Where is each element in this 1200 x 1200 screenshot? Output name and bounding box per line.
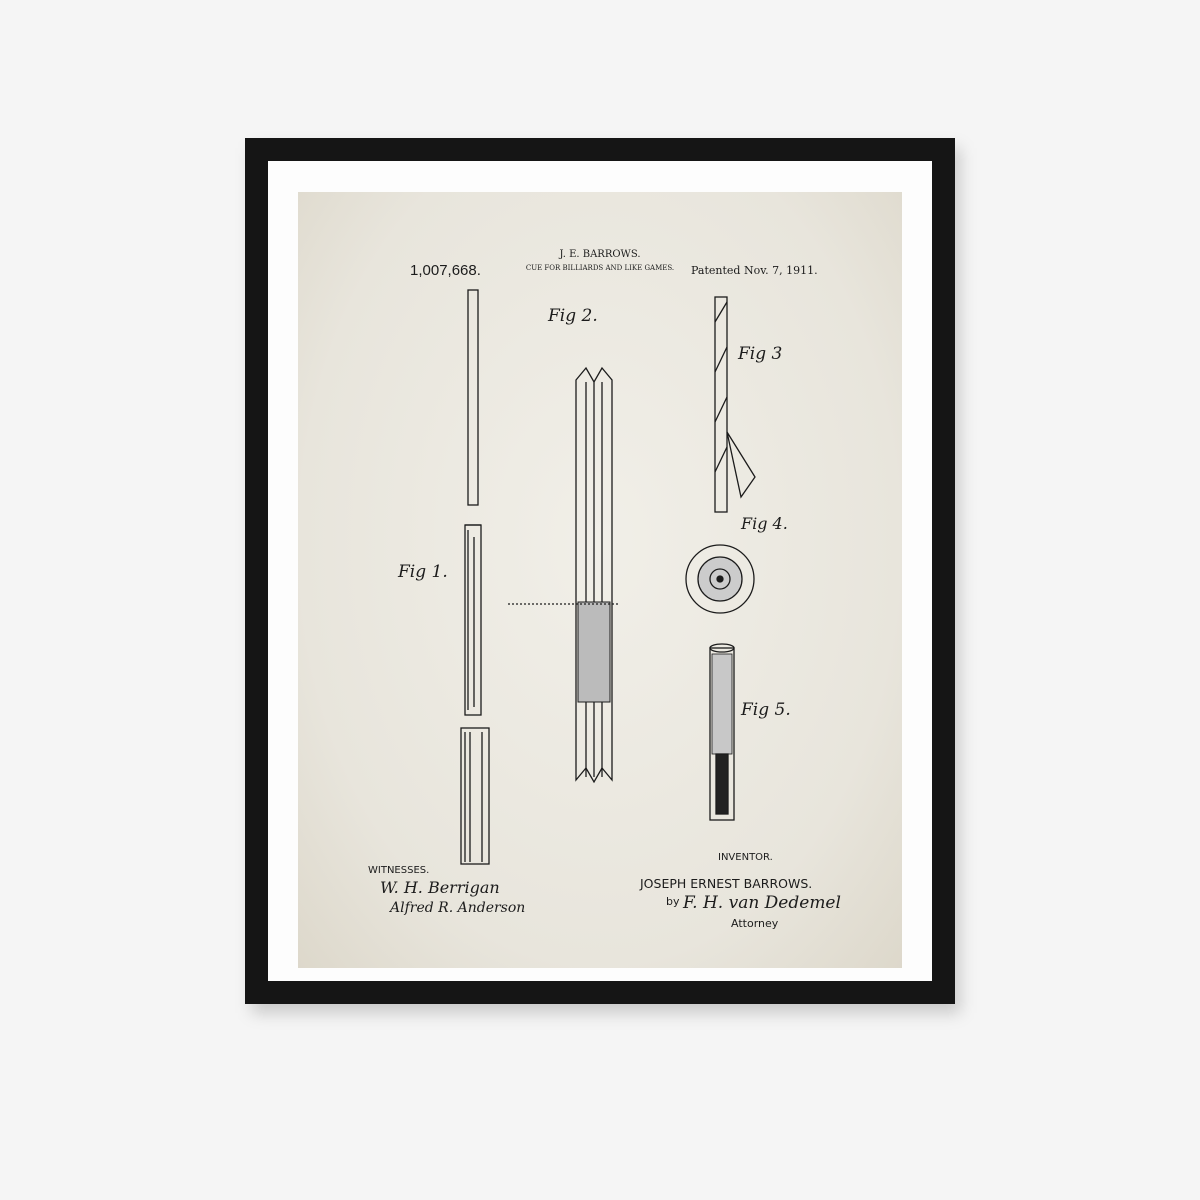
patent-number: 1,007,668. bbox=[410, 262, 481, 279]
inventor-name: JOSEPH ERNEST BARROWS. bbox=[640, 876, 813, 891]
inventor-label: INVENTOR. bbox=[718, 852, 773, 863]
patent-title: CUE FOR BILLIARDS AND LIKE GAMES. bbox=[525, 264, 675, 272]
fig4-label: Fig 4. bbox=[741, 514, 788, 533]
fig3-label: Fig 3 bbox=[738, 344, 783, 364]
inventor-header: J. E. BARROWS. bbox=[559, 249, 641, 260]
patent-date: Patented Nov. 7, 1911. bbox=[691, 264, 818, 277]
fig2-label: Fig 2. bbox=[548, 306, 598, 326]
fig4-drawing bbox=[685, 544, 755, 614]
attorney-signature: F. H. van Dedemel bbox=[683, 893, 841, 913]
witness-signature-1: W. H. Berrigan bbox=[380, 878, 500, 897]
fig1-drawing bbox=[460, 289, 490, 865]
patent-drawings bbox=[460, 289, 756, 865]
fig5-drawing bbox=[709, 643, 735, 821]
fig3-drawing bbox=[714, 296, 756, 513]
witness-signature-2: Alfred R. Anderson bbox=[390, 900, 526, 916]
fig1-label: Fig 1. bbox=[398, 562, 448, 582]
patent-print: J. E. BARROWS. CUE FOR BILLIARDS AND LIK… bbox=[298, 192, 902, 968]
fig2-drawing bbox=[508, 366, 618, 784]
fig5-label: Fig 5. bbox=[741, 700, 791, 720]
attorney-label: Attorney bbox=[731, 917, 779, 930]
by-label: by bbox=[666, 895, 680, 908]
witnesses-label: WITNESSES. bbox=[368, 865, 430, 876]
